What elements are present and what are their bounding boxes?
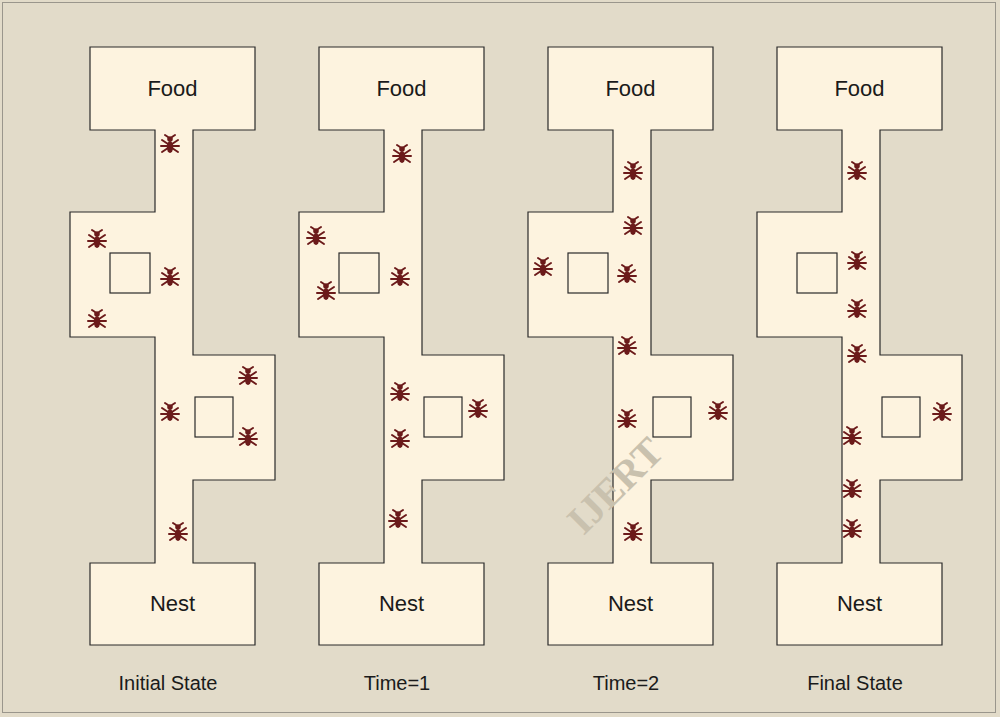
ant-icon [933, 403, 951, 421]
panel-illustration [757, 47, 962, 645]
panel-illustration [70, 47, 275, 645]
ant-icon [317, 282, 335, 300]
corridor-outline [70, 47, 275, 645]
nest-box: Nest [90, 563, 255, 645]
ant-icon [391, 268, 409, 286]
ant-icon [169, 523, 187, 541]
panel-illustration [299, 47, 504, 645]
ant-icon [848, 252, 866, 270]
nest-box: Nest [777, 563, 942, 645]
ant-icon [389, 510, 407, 528]
panel-caption: Time=2 [593, 672, 660, 695]
box-label: Nest [608, 591, 653, 617]
obstacle [424, 397, 462, 437]
ant-icon [469, 400, 487, 418]
ant-icon [843, 480, 861, 498]
ant-icon [843, 520, 861, 538]
ant-icon [624, 523, 642, 541]
ant-icon [618, 265, 636, 283]
ant-icon [161, 268, 179, 286]
ant-icon [618, 410, 636, 428]
nest-box: Nest [548, 563, 713, 645]
ant-icon [624, 162, 642, 180]
ant-icon [239, 367, 257, 385]
ant-icon [848, 345, 866, 363]
obstacle [797, 253, 837, 293]
panel-caption: Final State [807, 672, 903, 695]
box-label: Nest [150, 591, 195, 617]
box-label: Food [834, 76, 884, 102]
corridor-outline [299, 47, 504, 645]
obstacle [110, 253, 150, 293]
obstacle [882, 397, 920, 437]
ant-icon [88, 310, 106, 328]
box-label: Food [147, 76, 197, 102]
obstacle [568, 253, 608, 293]
ant-icon [534, 258, 552, 276]
ant-icon [161, 403, 179, 421]
ant-icon [391, 383, 409, 401]
obstacle [653, 397, 691, 437]
obstacle [195, 397, 233, 437]
box-label: Nest [837, 591, 882, 617]
food-box: Food [777, 47, 942, 130]
ant-icon [307, 227, 325, 245]
ant-icon [848, 300, 866, 318]
box-label: Food [605, 76, 655, 102]
ant-icon [618, 337, 636, 355]
corridor-outline [528, 47, 733, 645]
corridor-outline [757, 47, 962, 645]
food-box: Food [319, 47, 484, 130]
food-box: Food [90, 47, 255, 130]
ant-icon [391, 430, 409, 448]
ant-icon [709, 402, 727, 420]
panel-caption: Time=1 [364, 672, 431, 695]
ant-icon [239, 428, 257, 446]
ant-icon [624, 217, 642, 235]
panel-illustration [528, 47, 733, 645]
obstacle [339, 253, 379, 293]
ant-icon [393, 145, 411, 163]
food-box: Food [548, 47, 713, 130]
ant-icon [161, 135, 179, 153]
box-label: Food [376, 76, 426, 102]
ant-icon [848, 162, 866, 180]
nest-box: Nest [319, 563, 484, 645]
box-label: Nest [379, 591, 424, 617]
panel-caption: Initial State [119, 672, 218, 695]
ant-icon [88, 230, 106, 248]
ant-icon [843, 427, 861, 445]
